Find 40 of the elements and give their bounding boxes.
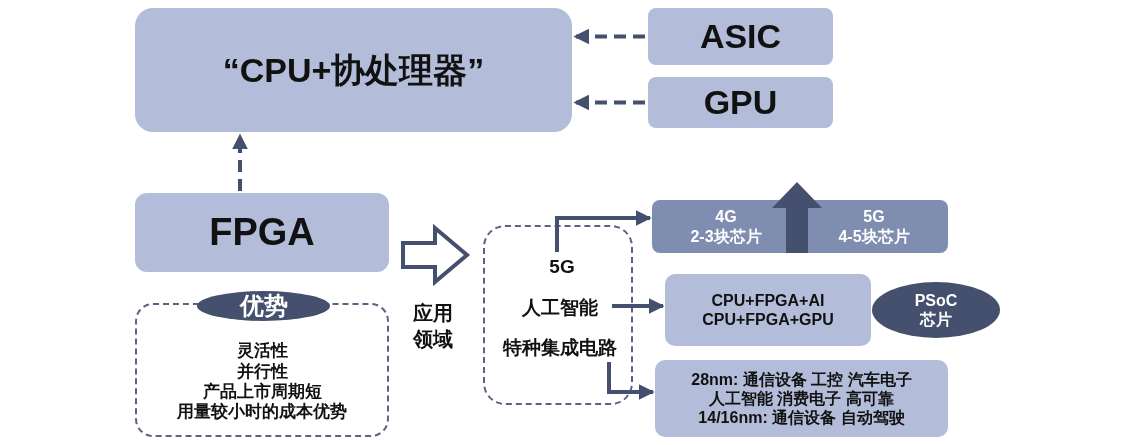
- dashed-box: [483, 225, 633, 405]
- node-text: 特种集成电路: [503, 336, 617, 360]
- node-text: 人工智能 消费电子 高可靠: [709, 388, 894, 409]
- process-box: [135, 8, 572, 132]
- node-text: 芯片: [920, 310, 952, 330]
- arrow: [612, 298, 665, 314]
- node-text: 5G: [863, 207, 885, 227]
- node-text: 2-3块芯片: [690, 226, 762, 246]
- node-text: 优势: [239, 291, 288, 321]
- process-box: [648, 8, 833, 65]
- node-text: 人工智能: [522, 296, 598, 320]
- node-text: GPU: [703, 82, 778, 123]
- process-box: [665, 274, 871, 346]
- node-text: 产品上市周期短: [202, 382, 322, 402]
- node-text: 并行性: [236, 361, 288, 382]
- node-text: ASIC: [699, 16, 782, 57]
- node-text: 4-5块芯片: [838, 226, 910, 246]
- node-text: PSoC: [914, 290, 958, 310]
- arrow: [232, 133, 248, 191]
- arrow: [401, 223, 471, 287]
- arrow: [555, 210, 652, 252]
- node-text: 28nm: 通信设备 工控 汽车电子: [691, 369, 912, 389]
- edge-label: 应用领域: [410, 300, 456, 352]
- node-text: 灵活性: [236, 341, 288, 362]
- node-text: 14/16nm: 通信设备 自动驾驶: [698, 408, 905, 428]
- node-text: 用量较小时的成本优势: [177, 402, 347, 423]
- node-text: CPU+FPGA+GPU: [702, 310, 834, 330]
- label-ellipse: [872, 282, 1000, 338]
- process-box: [648, 77, 833, 128]
- node-text: 5G: [549, 255, 575, 279]
- arrow: [573, 28, 645, 45]
- arrow: [607, 362, 655, 400]
- node-text: CPU+FPGA+AI: [711, 290, 825, 310]
- node-text: 4G: [715, 207, 737, 227]
- node-text: FPGA: [209, 209, 315, 255]
- process-bar: [652, 200, 948, 253]
- process-box: [135, 193, 389, 272]
- process-box: [655, 360, 948, 437]
- node-text: “CPU+协处理器”: [222, 49, 485, 91]
- arrow: [573, 94, 645, 111]
